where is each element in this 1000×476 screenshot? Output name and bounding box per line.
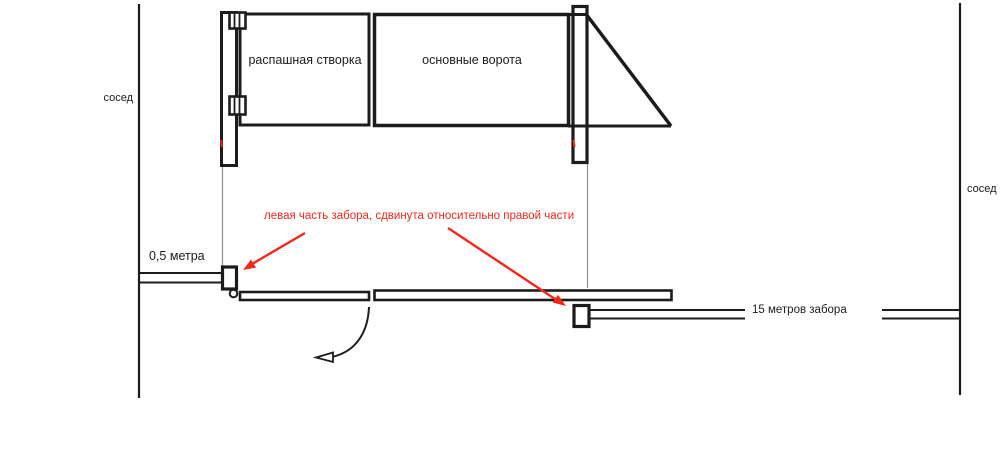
red-mark-left-post — [220, 139, 223, 148]
swing-leaf-rect — [238, 12, 371, 127]
pivot-circle — [228, 288, 239, 299]
hinge-bottom — [228, 95, 247, 116]
gate-triangle-hypotenuse — [584, 12, 673, 128]
left-fence-dimension: 0,5 метра — [149, 249, 205, 263]
red-mark-right-post — [572, 139, 576, 148]
neighbor-label-left: сосед — [103, 92, 133, 104]
right-fence-bar — [373, 289, 673, 302]
neighbor-label-right: сосед — [967, 183, 997, 195]
main-gate-label: основные ворота — [422, 53, 522, 67]
swing-direction-arrow — [312, 306, 370, 364]
annotation-arrow-left — [243, 231, 306, 270]
main-gate-rect — [372, 12, 571, 128]
left-gate-post — [220, 11, 238, 167]
offset-annotation: левая часть забора, сдвинута относительн… — [264, 210, 575, 222]
left-fence-post — [220, 265, 239, 291]
hinge-top — [228, 11, 247, 30]
swing-leaf-label: распашная створка — [248, 53, 362, 67]
right-fence-dimension: 15 метров забора — [752, 304, 847, 316]
right-gate-post — [571, 4, 589, 165]
annotation-arrow-right — [447, 227, 566, 306]
left-fence-bar — [238, 290, 371, 302]
right-fence-post — [572, 303, 591, 329]
